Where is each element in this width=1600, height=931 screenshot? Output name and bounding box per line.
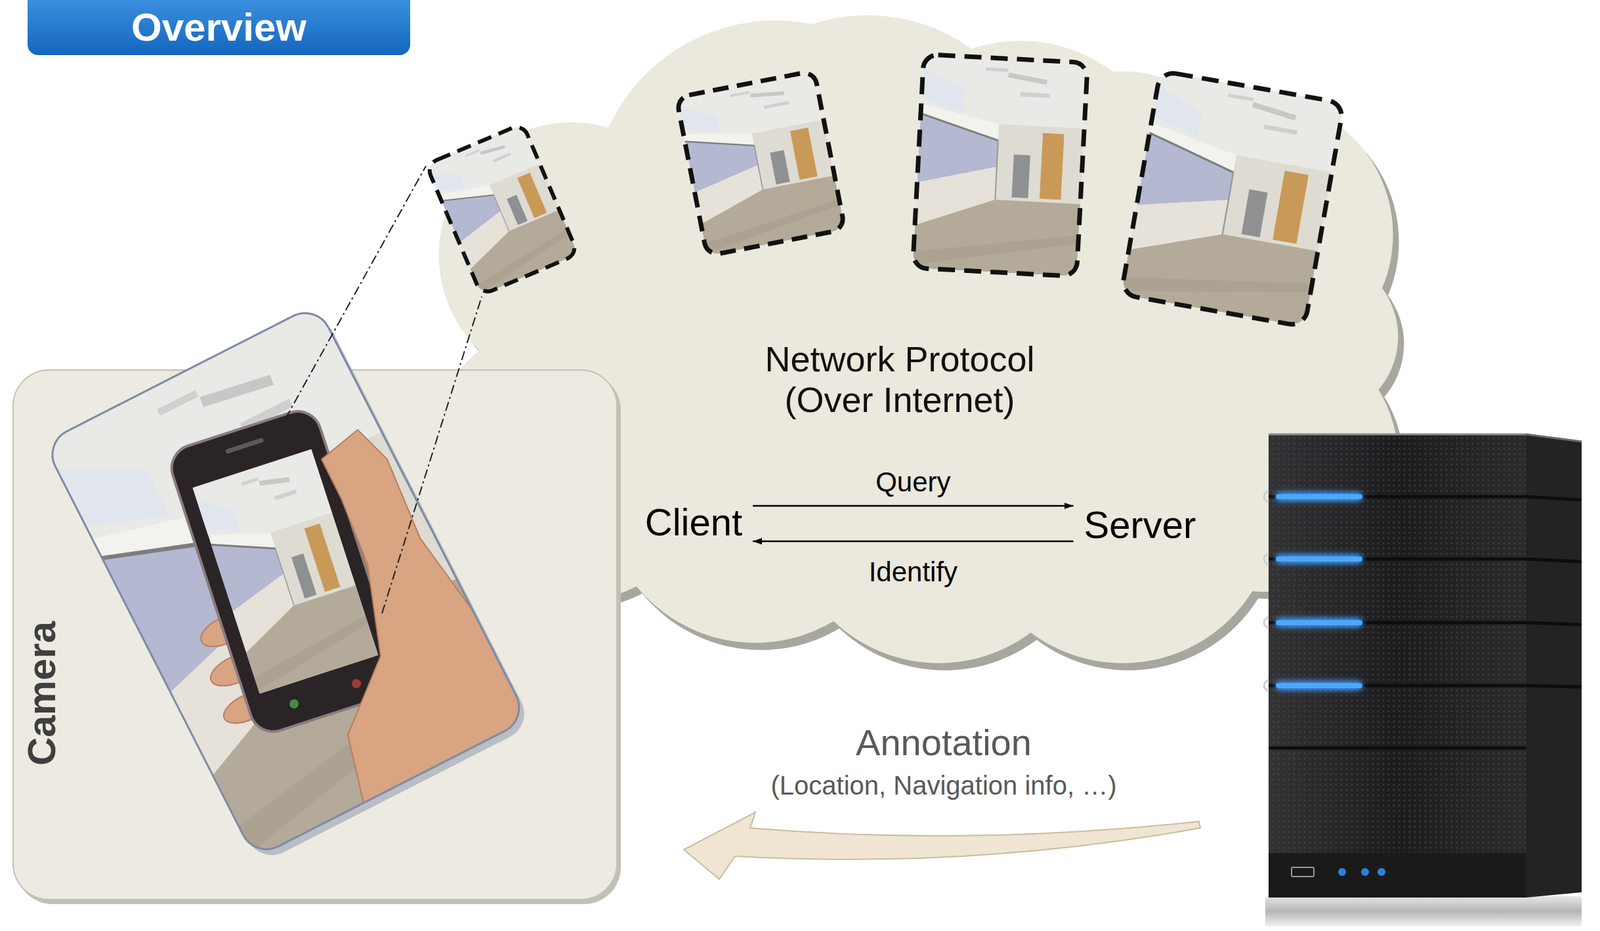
bay-leds [1275, 492, 1363, 691]
server-tower [1263, 433, 1582, 927]
edge-label: Identify [868, 556, 958, 589]
bay-divider [1525, 559, 1582, 562]
server-edge [1268, 433, 1526, 436]
server-side [1525, 433, 1582, 898]
annotation-detail: (Location, Navigation info, …) [771, 770, 1117, 801]
led [1275, 683, 1363, 689]
server-grille [1268, 433, 1526, 854]
endpoint-node: Client [634, 495, 753, 550]
camera-panel: Camera [12, 369, 618, 901]
cloud-label: Network Protocol (Over Internet) [742, 338, 1058, 421]
photo-thumbnail [912, 54, 1089, 277]
server-base [1265, 896, 1582, 927]
endpoint-name: Server [1084, 503, 1197, 548]
annotation-title: Annotation [855, 721, 1032, 764]
photo-thumbnail [1120, 70, 1345, 327]
phone-speaker [225, 437, 264, 455]
label-anchor: Query [875, 466, 951, 499]
office-photo [1120, 70, 1345, 327]
led [1275, 494, 1363, 500]
bay-handle [1263, 616, 1269, 629]
bay-divider [1525, 685, 1582, 688]
server-front [1268, 433, 1526, 898]
status-icon [1361, 868, 1369, 877]
led [1275, 556, 1363, 562]
edge-label: Query [875, 466, 951, 499]
label-anchor: Identify [868, 556, 958, 589]
bay-divider [1525, 496, 1582, 501]
phone-button [288, 698, 300, 711]
bay-handle [1263, 679, 1269, 692]
dashed-frame [675, 70, 845, 256]
label-anchor: (Location, Navigation info, …) [771, 770, 1117, 801]
title-bar: Overview [27, 0, 411, 56]
office-photo [912, 54, 1089, 277]
bay-divider [1525, 622, 1582, 625]
led-glow [1275, 492, 1363, 502]
status-icon [1338, 868, 1347, 877]
bay-dividers [1268, 496, 1582, 749]
panel-title: Camera [20, 621, 64, 766]
led [1275, 620, 1363, 626]
server-edge [1525, 434, 1582, 442]
photo-thumbnail [675, 70, 845, 256]
panel-outline [12, 369, 618, 901]
led-glow [1275, 681, 1363, 691]
office-photo [675, 70, 845, 256]
led-glow [1275, 554, 1363, 564]
led-glow [1275, 618, 1363, 628]
server-front-panel [1268, 853, 1526, 898]
endpoint-node: Server [1073, 498, 1207, 553]
power-icon [1377, 868, 1386, 877]
label-anchor: Annotation [855, 721, 1032, 764]
phone-button [350, 677, 363, 690]
usb-port [1291, 867, 1314, 877]
title: Overview [27, 0, 411, 56]
endpoint-name: Client [645, 500, 743, 545]
dashed-frame [912, 54, 1089, 277]
bay-divider [1268, 746, 1526, 751]
dashed-frame [1120, 70, 1345, 327]
connector-arrow [752, 540, 1074, 543]
connector-arrow [752, 505, 1074, 508]
annotation-arrow [683, 812, 1201, 880]
